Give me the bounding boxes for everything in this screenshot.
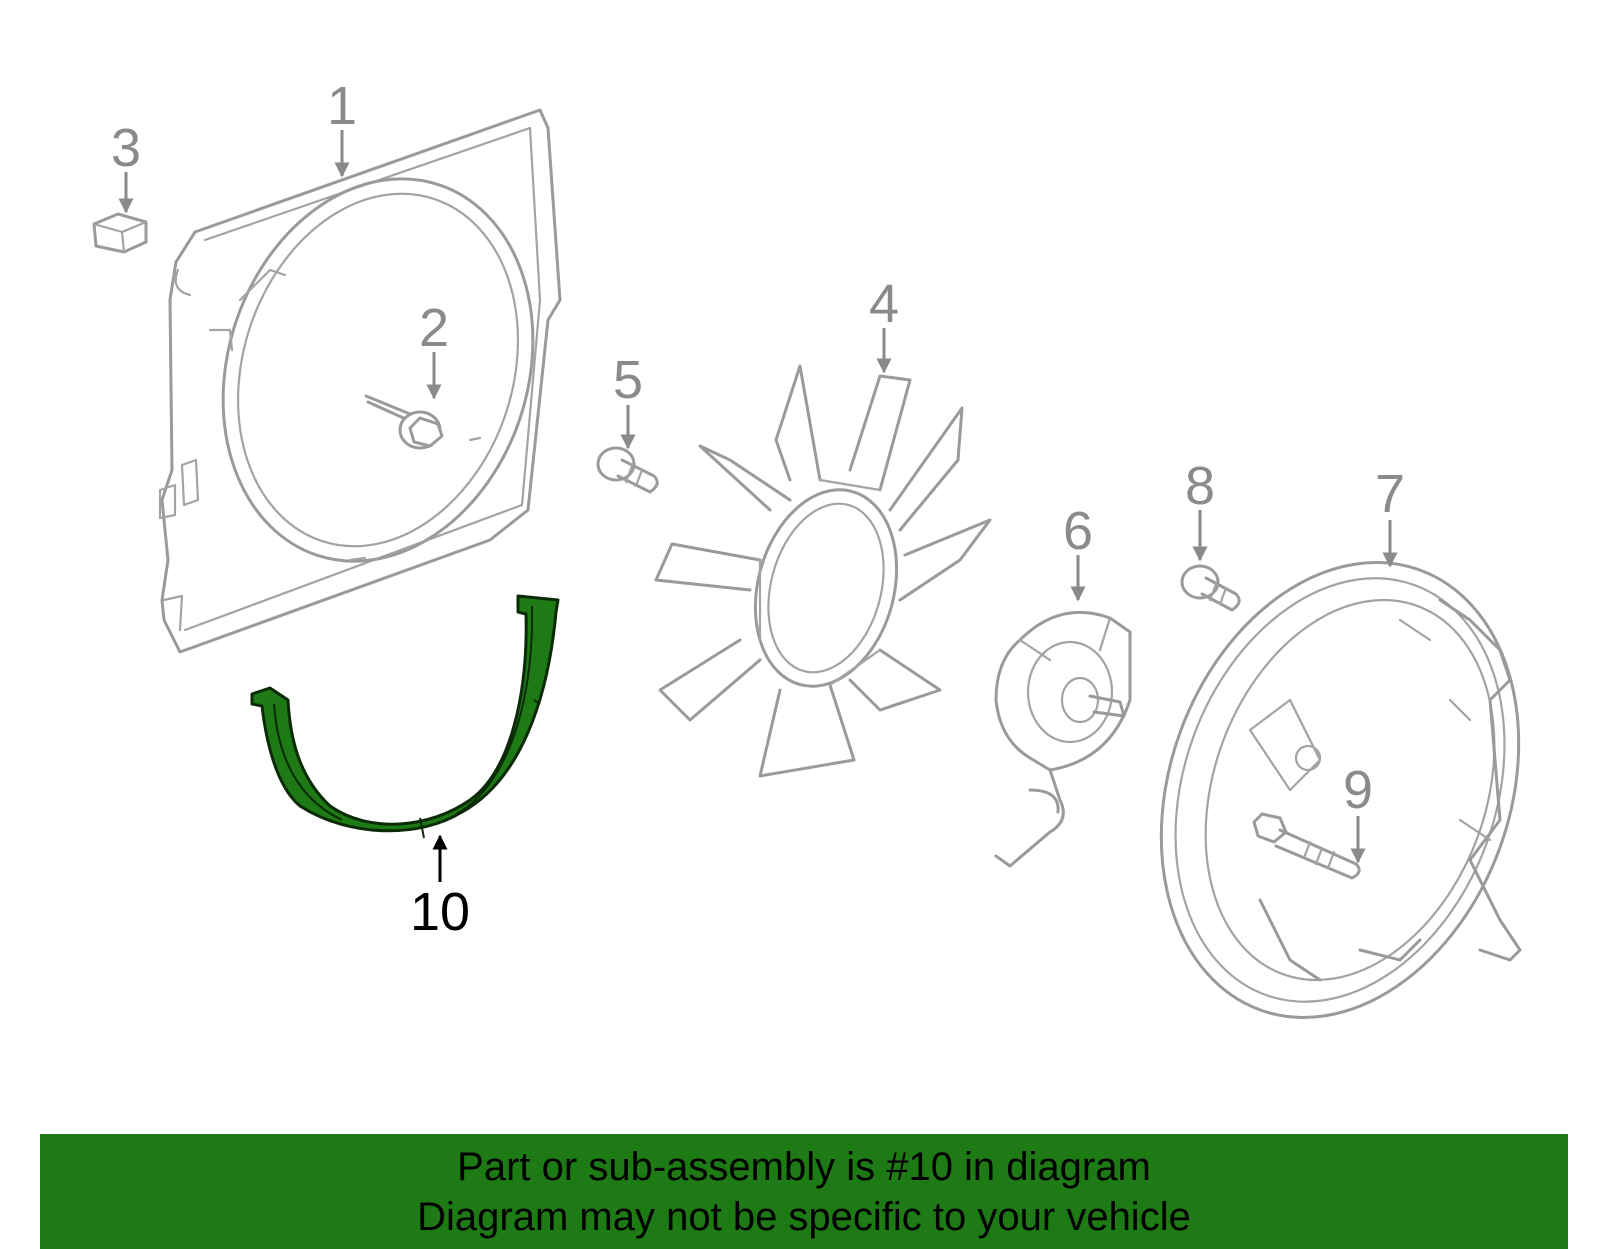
screw-part-8 [1180,564,1241,612]
callout-4: 4 [869,274,899,334]
info-banner: Part or sub-assembly is #10 in diagram D… [40,1134,1568,1249]
callout-8: 8 [1185,456,1215,516]
callout-3: 3 [111,118,141,178]
callout-2: 2 [419,298,449,358]
fan-blade-part-4 [654,364,992,778]
callout-7: 7 [1375,464,1405,524]
callout-1: 1 [327,76,357,136]
fan-motor-part-6 [994,610,1132,868]
callout-6: 6 [1063,501,1093,561]
seal-part-10-highlighted [250,594,560,839]
fan-housing-part-7 [1159,561,1522,1019]
bolt-part-2 [364,394,444,450]
screw-part-5 [596,446,659,494]
bolt-part-9 [1252,812,1361,880]
leader-lines [118,130,1398,882]
banner-line-2: Diagram may not be specific to your vehi… [417,1195,1191,1239]
callout-9: 9 [1343,760,1373,820]
clip-part-3 [92,212,148,254]
callout-5: 5 [613,350,643,410]
callout-10: 10 [410,882,470,942]
fan-shroud-part-1 [158,108,562,654]
banner-line-1: Part or sub-assembly is #10 in diagram [457,1145,1151,1189]
